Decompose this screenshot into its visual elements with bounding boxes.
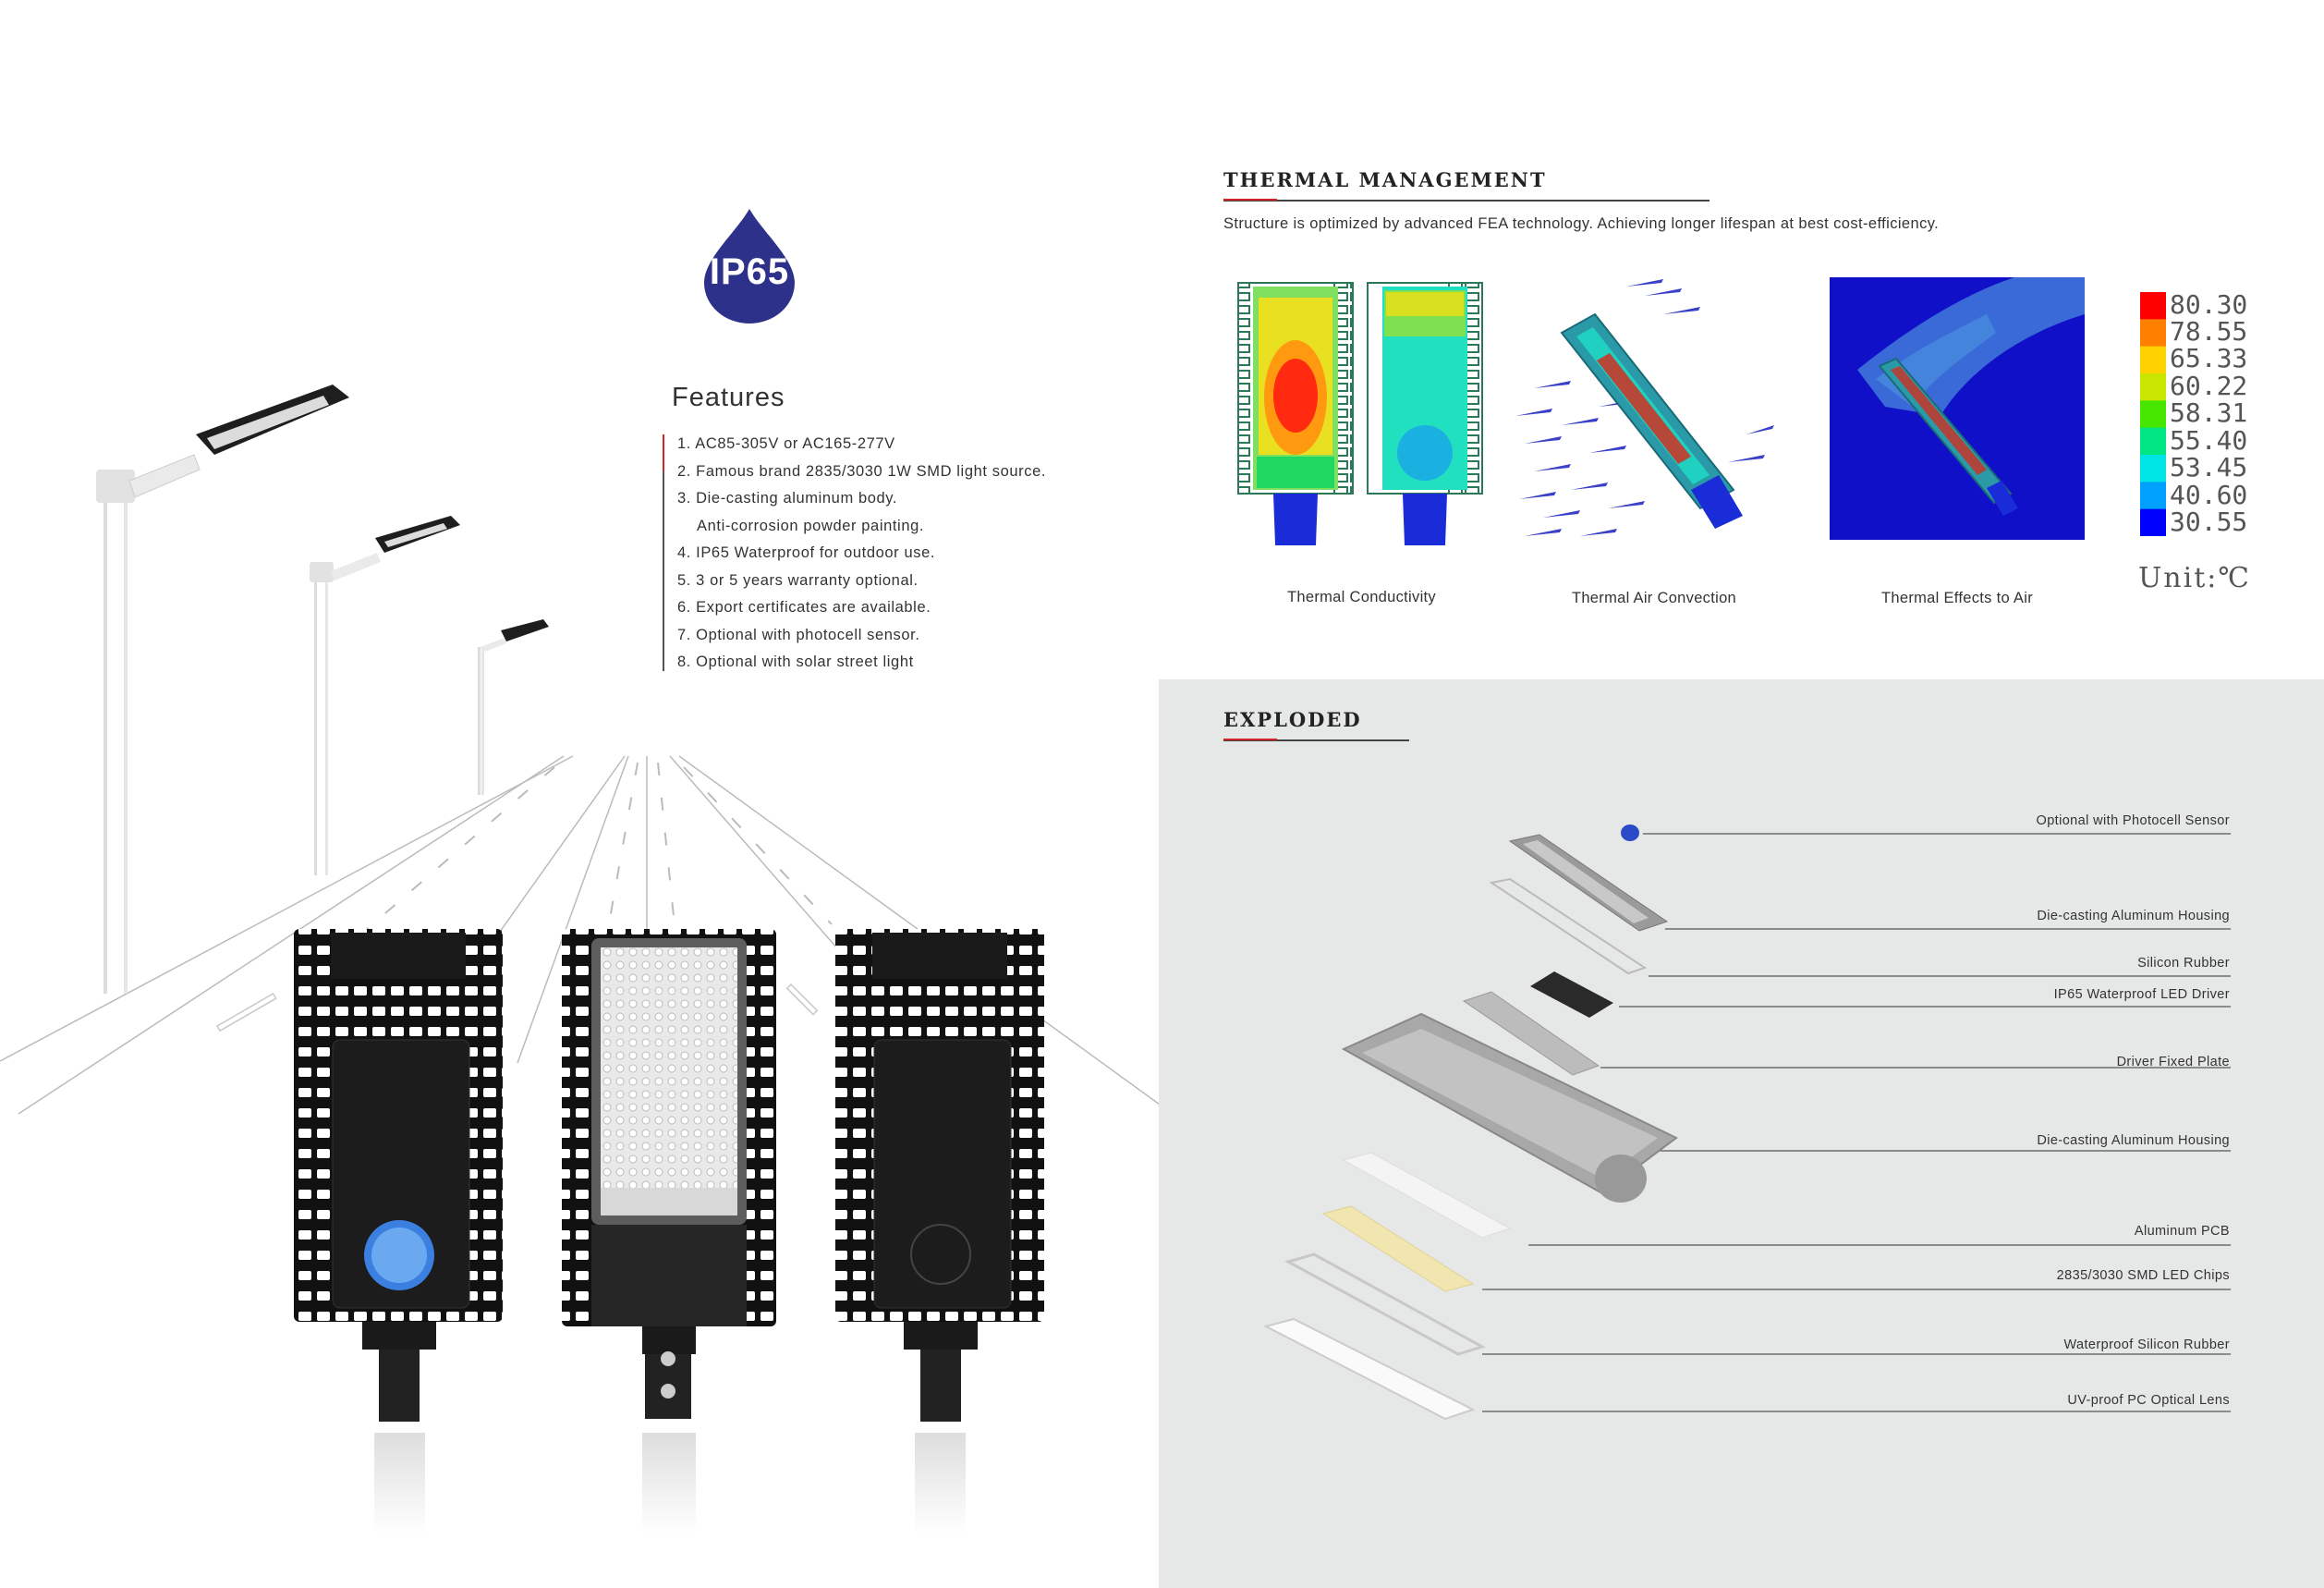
legend-value: 65.33: [2170, 343, 2248, 373]
legend-color-swatch: [2140, 482, 2166, 510]
legend-value: 53.45: [2170, 452, 2248, 483]
part-label-waterproof-rubber: Waterproof Silicon Rubber: [2063, 1338, 2230, 1352]
exploded-section-title: EXPLODED: [1223, 708, 1362, 731]
thermal-effects-to-air-image: [1830, 277, 2085, 540]
ip65-badge-label: IP65: [709, 251, 790, 292]
part-label-driver-fixed-plate: Driver Fixed Plate: [2116, 1055, 2230, 1069]
part-label-main-housing: Die-casting Aluminum Housing: [2037, 1133, 2230, 1148]
street-light-products: [294, 929, 1044, 1534]
legend-value: 55.40: [2170, 425, 2248, 456]
legend-value: 78.55: [2170, 316, 2248, 347]
legend-value: 58.31: [2170, 397, 2248, 428]
thermal-title-rule: [1223, 200, 1710, 202]
exploded-view-illustration: [1263, 825, 2231, 1421]
legend-value: 80.30: [2170, 289, 2248, 320]
part-label-silicon-rubber: Silicon Rubber: [2137, 956, 2230, 971]
legend-value: 40.60: [2170, 480, 2248, 510]
features-title: Features: [672, 383, 785, 412]
part-label-aluminum-pcb: Aluminum PCB: [2134, 1224, 2230, 1239]
features-divider: [663, 434, 664, 671]
feature-item: 1. AC85-305V or AC165-277V: [677, 435, 895, 452]
legend-color-swatch: [2140, 400, 2166, 429]
thermal-description: Structure is optimized by advanced FEA t…: [1223, 215, 1940, 232]
legend-color-swatch: [2140, 292, 2166, 320]
caption-thermal-air-convection: Thermal Air Convection: [1571, 590, 1737, 606]
part-label-top-housing: Die-casting Aluminum Housing: [2037, 909, 2230, 923]
legend-color-swatch: [2140, 346, 2166, 374]
feature-item: 5. 3 or 5 years warranty optional.: [677, 571, 919, 589]
legend-color-swatch: [2140, 427, 2166, 456]
exploded-title-rule-accent: [1223, 739, 1277, 740]
thermal-section-title: THERMAL MANAGEMENT: [1223, 168, 1547, 191]
street-light-back-with-photocell: [294, 929, 503, 1534]
caption-thermal-effects-to-air: Thermal Effects to Air: [1880, 590, 2034, 606]
part-label-optical-lens: UV-proof PC Optical Lens: [2067, 1393, 2230, 1408]
legend-color-swatch: [2140, 455, 2166, 483]
legend-value: 60.22: [2170, 371, 2248, 401]
ip65-drop-icon: [704, 209, 795, 324]
feature-item: 6. Export certificates are available.: [677, 599, 931, 616]
feature-item: Anti-corrosion powder painting.: [697, 517, 925, 534]
thermal-title-rule-accent: [1223, 199, 1277, 201]
part-label-photocell-sensor: Optional with Photocell Sensor: [2036, 813, 2230, 828]
feature-item: 7. Optional with photocell sensor.: [677, 626, 920, 643]
exploded-title-rule: [1223, 739, 1409, 741]
street-light-front-led: [562, 929, 776, 1534]
features-divider-accent: [663, 434, 664, 471]
street-scene-illustration: [0, 385, 1161, 1115]
part-label-led-chips: 2835/3030 SMD LED Chips: [2056, 1268, 2230, 1283]
feature-item: 4. IP65 Waterproof for outdoor use.: [677, 544, 936, 561]
feature-item: 8. Optional with solar street light: [677, 654, 914, 670]
legend-color-swatch: [2140, 373, 2166, 401]
feature-item: 2. Famous brand 2835/3030 1W SMD light s…: [677, 462, 1047, 480]
street-light-back-plain: [835, 929, 1044, 1534]
temperature-legend-colorbar: [2140, 292, 2166, 536]
exploded-panel: [1159, 679, 2324, 1588]
legend-color-swatch: [2140, 508, 2166, 536]
feature-item: 3. Die-casting aluminum body.: [677, 490, 898, 507]
thermal-air-convection-image: [1515, 279, 1774, 536]
legend-unit: Unit:℃: [2138, 562, 2251, 594]
part-label-led-driver: IP65 Waterproof LED Driver: [2053, 987, 2230, 1002]
thermal-conductivity-image: [1237, 282, 1483, 545]
caption-thermal-conductivity: Thermal Conductivity: [1287, 589, 1436, 605]
legend-color-swatch: [2140, 319, 2166, 348]
features-list: 1. AC85-305V or AC165-277V 2. Famous bra…: [677, 431, 1046, 677]
legend-value: 30.55: [2170, 507, 2248, 537]
